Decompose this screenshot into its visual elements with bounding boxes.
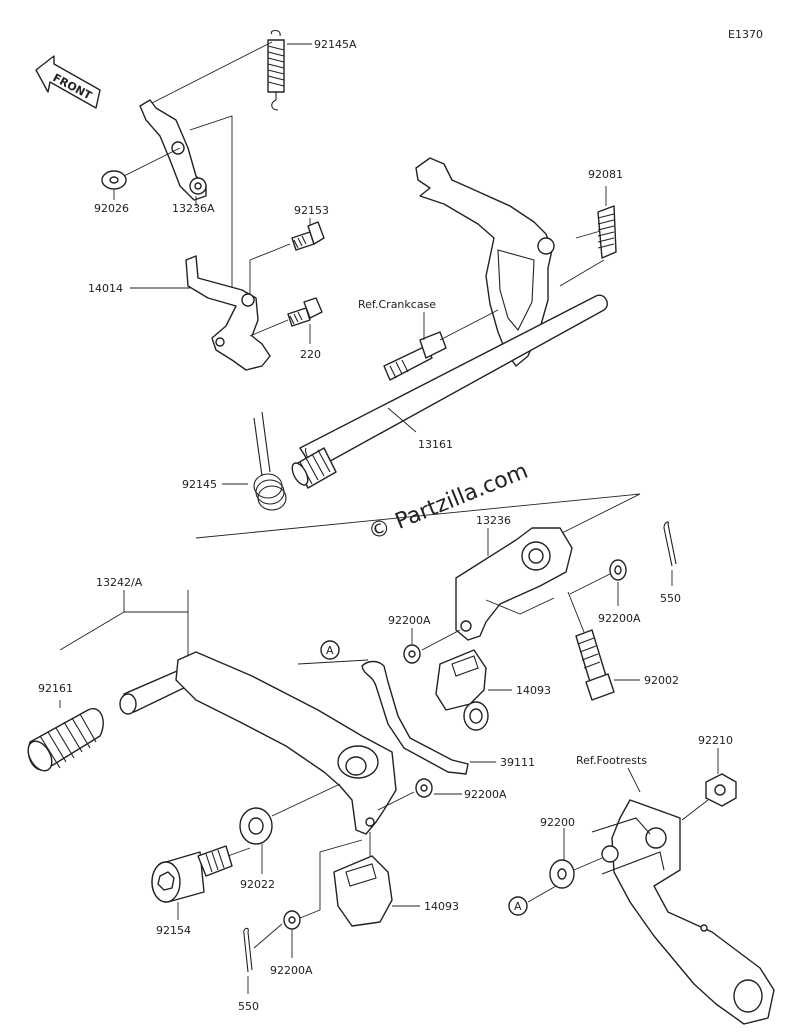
- callout-92200: 92200: [540, 816, 575, 829]
- callout-550-top: 550: [660, 592, 681, 605]
- marker-a-bottom: A: [508, 896, 528, 916]
- callout-92026: 92026: [94, 202, 129, 215]
- callout-92210: 92210: [698, 734, 733, 747]
- callout-13161: 13161: [418, 438, 453, 451]
- bolt-220[interactable]: [287, 297, 323, 327]
- callout-92153: 92153: [294, 204, 329, 217]
- callout-92145: 92145: [182, 478, 217, 491]
- ref-crankcase-label: Ref.Crankcase: [358, 298, 436, 311]
- svg-text:A: A: [326, 644, 334, 657]
- spring-92081[interactable]: [597, 205, 617, 259]
- diagram-code: E1370: [728, 28, 763, 41]
- washer-92200a-right[interactable]: [609, 559, 627, 581]
- ref-footrests-label: Ref.Footrests: [576, 754, 647, 767]
- marker-a-top: A: [320, 640, 340, 660]
- footrest-bracket[interactable]: [591, 799, 775, 1025]
- callout-13242: 13242/A: [96, 576, 143, 589]
- callout-550-bottom: 550: [238, 1000, 259, 1013]
- joint-14093-top[interactable]: [435, 649, 489, 731]
- callout-92145a: 92145A: [314, 38, 357, 51]
- pedal-rubber-92161[interactable]: [23, 708, 104, 775]
- joint-14093-bottom[interactable]: [333, 855, 393, 927]
- spring-92145a[interactable]: [267, 29, 285, 111]
- callout-14093-bottom: 14093: [424, 900, 459, 913]
- bolt-92002[interactable]: [575, 629, 615, 701]
- callout-92154: 92154: [156, 924, 191, 937]
- shift-pedal-13242[interactable]: [119, 651, 397, 835]
- washer-92022[interactable]: [239, 807, 273, 845]
- callout-92002: 92002: [644, 674, 679, 687]
- shift-arm-13236[interactable]: [455, 527, 573, 641]
- nut-92210[interactable]: [705, 773, 737, 807]
- callout-13236a: 13236A: [172, 202, 215, 215]
- cotter-pin-550-bottom[interactable]: [243, 927, 253, 973]
- spring-92145[interactable]: [253, 411, 287, 511]
- washer-92200a-low[interactable]: [415, 778, 433, 798]
- shift-arm-13236a[interactable]: [139, 99, 207, 201]
- callout-92200a-low: 92200A: [464, 788, 507, 801]
- washer-92026[interactable]: [101, 170, 127, 190]
- pin-ref-crankcase[interactable]: [383, 331, 447, 381]
- washer-92200a-mid[interactable]: [403, 644, 421, 664]
- callout-92200a-mid: 92200A: [388, 614, 431, 627]
- shift-rod-39111[interactable]: [361, 660, 469, 775]
- svg-text:A: A: [514, 900, 522, 913]
- callout-92022: 92022: [240, 878, 275, 891]
- callout-92200a-bottom: 92200A: [270, 964, 313, 977]
- front-arrow-icon: FRONT: [35, 55, 101, 109]
- washer-92200a-bottom[interactable]: [283, 910, 301, 930]
- cotter-pin-550-top[interactable]: [663, 521, 677, 567]
- callout-13236: 13236: [476, 514, 511, 527]
- watermark: © Partzilla.com: [365, 459, 532, 546]
- bolt-92154[interactable]: [151, 845, 233, 903]
- callout-92081: 92081: [588, 168, 623, 181]
- callout-39111: 39111: [500, 756, 535, 769]
- washer-92200[interactable]: [549, 859, 575, 889]
- callout-220: 220: [300, 348, 321, 361]
- bolt-92153[interactable]: [291, 221, 325, 251]
- callout-14014: 14014: [88, 282, 123, 295]
- lever-14014[interactable]: [185, 255, 271, 371]
- callout-92200a-right: 92200A: [598, 612, 641, 625]
- shift-shaft-13161[interactable]: [289, 157, 608, 489]
- callout-14093-top: 14093: [516, 684, 551, 697]
- callout-92161: 92161: [38, 682, 73, 695]
